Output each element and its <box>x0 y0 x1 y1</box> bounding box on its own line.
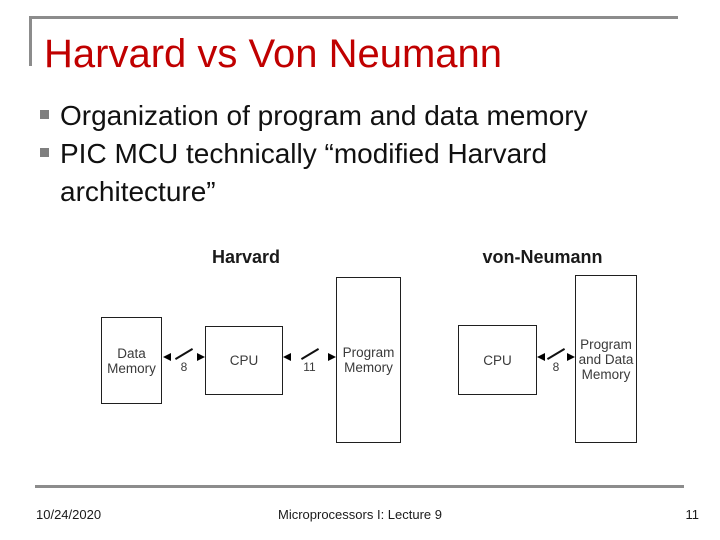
harvard-program-memory-box: Program Memory <box>336 277 401 443</box>
bus-width-slash-icon <box>174 347 194 361</box>
title-accent-line <box>29 16 32 66</box>
arrow-left-icon <box>537 353 545 361</box>
square-bullet-icon <box>40 148 49 157</box>
von-neumann-cpu-box: CPU <box>458 325 537 395</box>
von-neumann-memory-box: Program and Data Memory <box>575 275 637 443</box>
footer-divider-line <box>35 485 684 488</box>
arrow-right-icon <box>328 353 336 361</box>
harvard-cpu-label: CPU <box>229 353 259 368</box>
harvard-data-memory-box: Data Memory <box>101 317 162 404</box>
harvard-cpu-box: CPU <box>205 326 283 395</box>
harvard-program-memory-label: Program Memory <box>342 345 395 375</box>
arrow-right-icon <box>567 353 575 361</box>
von-neumann-memory-label: Program and Data Memory <box>578 336 634 382</box>
arrow-right-icon <box>197 353 205 361</box>
harvard-data-memory-label: Data Memory <box>107 345 156 376</box>
bus-width-slash-icon <box>546 347 566 361</box>
bullet-text: Organization of program and data memory <box>60 100 588 131</box>
arrow-left-icon <box>283 353 291 361</box>
bus-width-label: 8 <box>552 360 560 374</box>
bus-width-label: 8 <box>180 360 188 374</box>
von-neumann-diagram-title: von-Neumann <box>482 247 603 267</box>
von-neumann-bus: 8 <box>537 344 575 376</box>
bus-width-slash-icon <box>300 347 319 361</box>
square-bullet-icon <box>40 110 49 119</box>
arrow-left-icon <box>163 353 171 361</box>
list-item: PIC MCU technically “modified Harvard ar… <box>40 135 660 211</box>
page-title: Harvard vs Von Neumann <box>44 32 503 76</box>
harvard-diagram-title: Harvard <box>211 247 281 267</box>
bullet-list: Organization of program and data memory … <box>40 97 660 211</box>
list-item: Organization of program and data memory <box>40 97 660 135</box>
harvard-program-bus: 11 <box>283 344 336 376</box>
footer-date: 10/24/2020 <box>36 507 102 522</box>
footer-page-number: 11 <box>685 507 700 522</box>
bus-width-label: 11 <box>303 360 316 374</box>
bullet-text: PIC MCU technically “modified Harvard ar… <box>60 138 548 207</box>
footer-course-title: Microprocessors I: Lecture 9 <box>277 507 442 522</box>
von-neumann-cpu-label: CPU <box>483 352 512 368</box>
harvard-data-bus: 8 <box>163 344 205 376</box>
top-divider-line <box>30 16 678 19</box>
